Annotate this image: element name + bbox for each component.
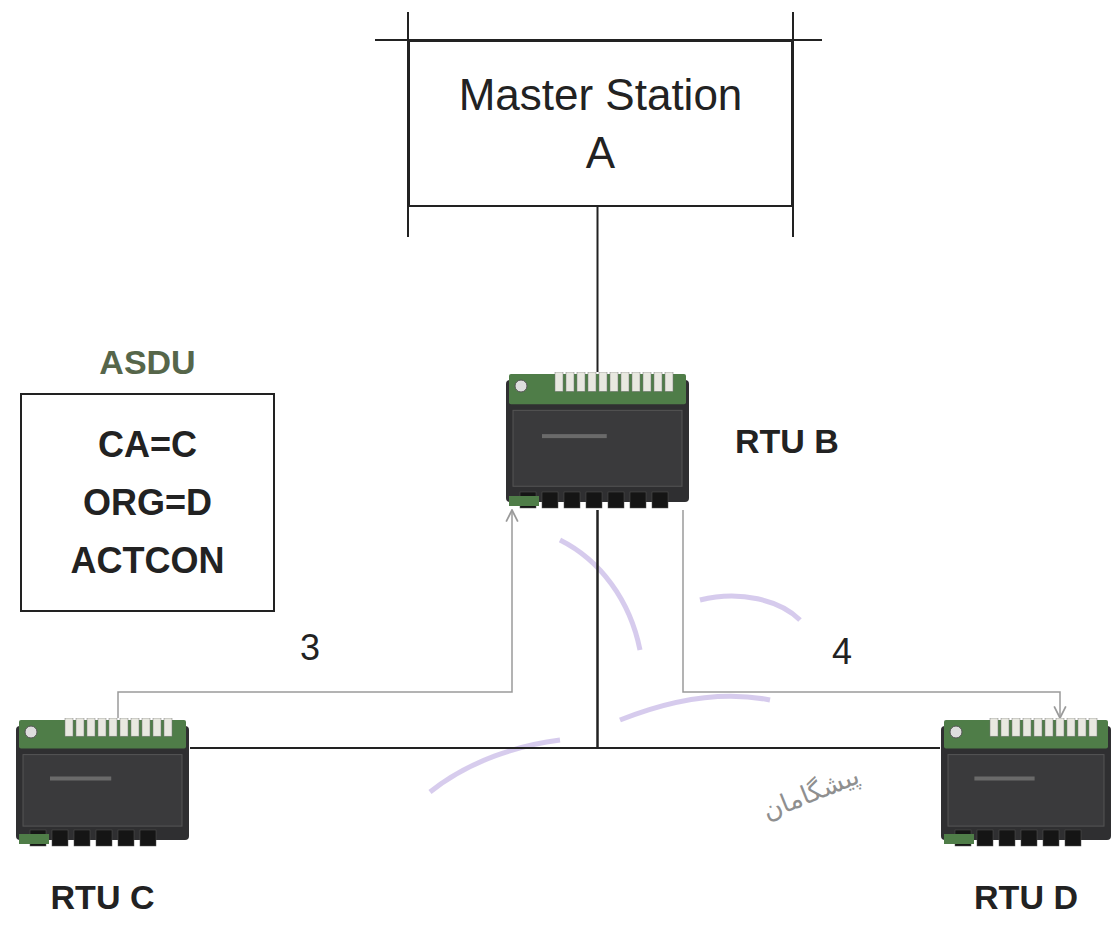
terminal [1089, 718, 1097, 736]
terminal [109, 718, 117, 736]
terminal [632, 372, 640, 391]
connector-block [542, 492, 558, 508]
connector-block [630, 492, 646, 508]
device-label: RTU D [974, 878, 1078, 917]
watermark: پیشگامان [758, 760, 863, 826]
link-line [597, 207, 599, 372]
asdu-fields: CA=C ORG=D ACTCON [71, 416, 225, 590]
terminal [599, 372, 607, 391]
rtu-device [940, 718, 1112, 848]
device-pcb [944, 834, 974, 844]
rtu-device [15, 718, 190, 848]
terminal [566, 372, 574, 391]
terminal [1078, 718, 1086, 736]
watermark-stroke [620, 696, 770, 720]
master-bus-frame [375, 12, 822, 237]
connector-block [652, 492, 668, 508]
device-led [515, 380, 527, 392]
callout-number: 4 [829, 634, 855, 670]
station-name: Master Station A [441, 66, 761, 180]
terminal [577, 372, 585, 391]
asdu-box: ASDUCA=C ORG=D ACTCON [20, 393, 275, 612]
watermark-swoosh [430, 540, 800, 792]
terminal [1012, 718, 1020, 736]
connector-block [74, 830, 90, 846]
watermark-stroke [560, 540, 640, 650]
connector-block [977, 830, 993, 846]
terminal [1001, 718, 1009, 736]
connector-block [1043, 830, 1059, 846]
flow-arrow [683, 510, 1060, 718]
terminal [1034, 718, 1042, 736]
terminal [621, 372, 629, 391]
connector-block [140, 830, 156, 846]
connector-block [999, 830, 1015, 846]
terminal [1056, 718, 1064, 736]
connector-block [608, 492, 624, 508]
connector-block [118, 830, 134, 846]
rtu-device [505, 372, 690, 510]
rtu-node: RTU B [505, 372, 690, 510]
terminal [164, 718, 172, 736]
master-station-box: Master Station A [408, 40, 793, 207]
device-panel [23, 755, 182, 827]
terminal [610, 372, 618, 391]
terminal [1067, 718, 1075, 736]
terminal [665, 372, 673, 391]
connector-block [564, 492, 580, 508]
terminal [142, 718, 150, 736]
device-label: RTU B [735, 422, 839, 461]
device-panel [513, 410, 682, 486]
connector-block [586, 492, 602, 508]
box-heading: ASDU [22, 343, 273, 382]
connector-block [96, 830, 112, 846]
terminal [98, 718, 106, 736]
terminal [555, 372, 563, 391]
terminal [654, 372, 662, 391]
rtu-node: RTU D [940, 718, 1112, 848]
terminal [588, 372, 596, 391]
device-panel [948, 755, 1104, 827]
terminal [1045, 718, 1053, 736]
terminal [990, 718, 998, 736]
rtu-node: RTU C [15, 718, 190, 848]
device-led [25, 726, 37, 738]
terminal [87, 718, 95, 736]
callout-number: 3 [297, 630, 323, 666]
watermark-stroke [700, 596, 800, 620]
terminal [643, 372, 651, 391]
terminal [1023, 718, 1031, 736]
terminal [65, 718, 73, 736]
terminal [153, 718, 161, 736]
device-pcb [509, 496, 539, 506]
device-marking [974, 777, 1034, 781]
connector-block [1021, 830, 1037, 846]
connector-block [52, 830, 68, 846]
device-marking [542, 434, 607, 438]
link-line [598, 510, 941, 748]
terminal [120, 718, 128, 736]
device-label: RTU C [51, 878, 155, 917]
device-led [950, 726, 962, 738]
device-marking [50, 777, 111, 781]
device-pcb [19, 834, 49, 844]
terminal [131, 718, 139, 736]
terminal [76, 718, 84, 736]
connector-block [1065, 830, 1081, 846]
